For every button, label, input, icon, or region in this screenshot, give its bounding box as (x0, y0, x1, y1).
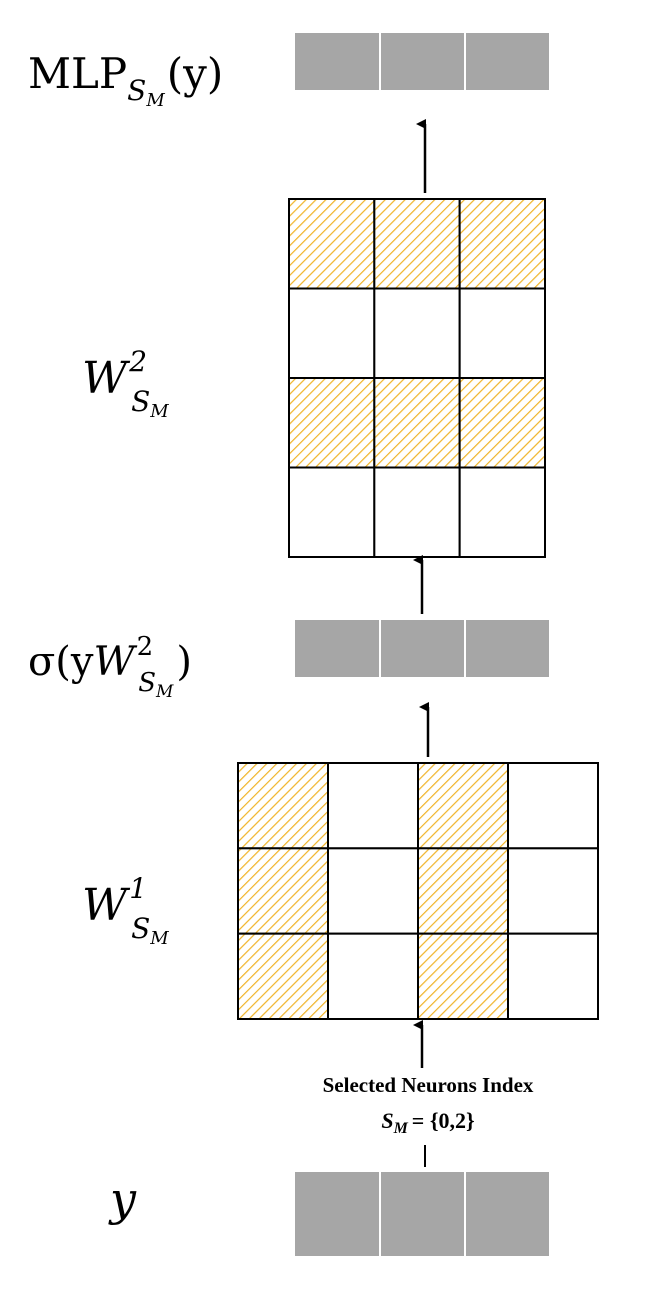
activation-vector-cell (381, 620, 464, 677)
w2-cell (288, 466, 376, 558)
activation-vector-cell (295, 620, 379, 677)
w1-cell (507, 932, 599, 1021)
w2-cell (288, 287, 376, 379)
activation-vector-cell (466, 620, 549, 677)
input-label: y (108, 1172, 137, 1226)
output-vector (295, 33, 549, 90)
input-vector-cell (295, 1172, 379, 1256)
output-vector-cell (381, 33, 464, 90)
w1-cell-selected (417, 762, 509, 850)
w1-cell (327, 847, 419, 935)
w1-cell (327, 932, 419, 1021)
w1-matrix (237, 762, 599, 1021)
w1-cell-selected (417, 847, 509, 935)
w2-cell-selected (458, 198, 546, 290)
w2-cell (373, 287, 461, 379)
mlp-output-label: MLPSM(y) (28, 49, 223, 111)
selected-neurons-title: Selected Neurons Index (323, 1073, 534, 1097)
w2-cell-selected (373, 198, 461, 290)
w2-cell-selected (373, 377, 461, 469)
activation-vector (295, 620, 549, 677)
w2-matrix (288, 198, 546, 558)
input-vector (295, 1172, 549, 1256)
w1-cell-selected (237, 762, 329, 850)
selected-neurons-set: SM= {0,2} (381, 1108, 474, 1137)
w2-cell-selected (288, 377, 376, 469)
w1-cell (507, 847, 599, 935)
w2-cell (458, 466, 546, 558)
output-vector-cell (295, 33, 379, 90)
w1-cell (507, 762, 599, 850)
input-vector-cell (466, 1172, 549, 1256)
w1-cell (327, 762, 419, 850)
w2-cell (373, 466, 461, 558)
output-vector-cell (466, 33, 549, 90)
input-vector-cell (381, 1172, 464, 1256)
w1-cell-selected (237, 932, 329, 1021)
w1-cell-selected (237, 847, 329, 935)
w2-cell (458, 287, 546, 379)
w1-cell-selected (417, 932, 509, 1021)
w2-cell-selected (288, 198, 376, 290)
w2-cell-selected (458, 377, 546, 469)
